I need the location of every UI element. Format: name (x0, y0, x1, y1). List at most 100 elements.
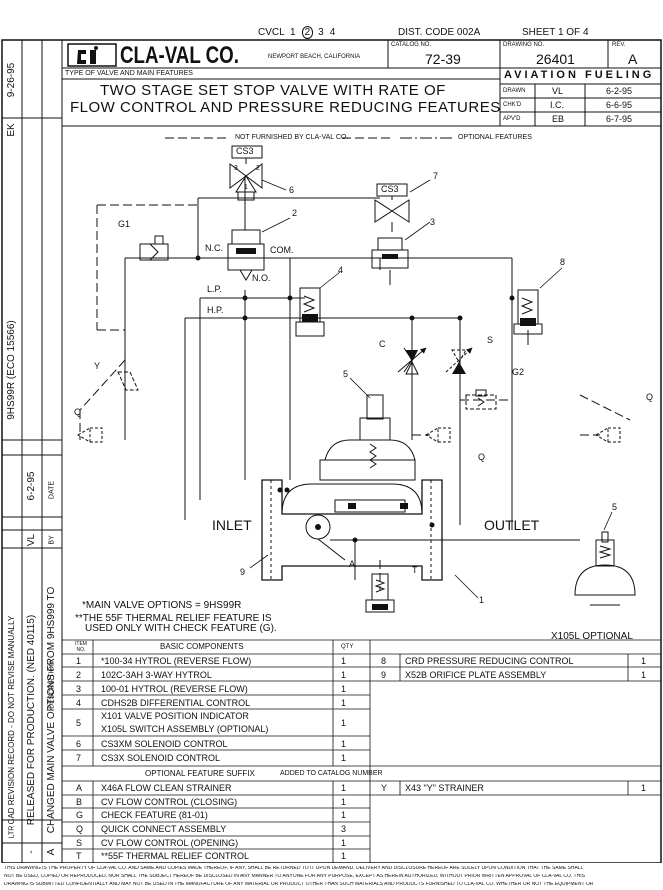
x105l-switch (574, 531, 636, 606)
pressure-reducing-control (513, 289, 543, 335)
note-thermal-relief-1: **THE 55F THERMAL RELIEF FEATURE IS (75, 613, 272, 624)
company-name: CLA-VAL CO. (120, 42, 239, 69)
solenoid-cs3-top (229, 145, 263, 201)
row-9-desc: X52B ORIFICE PLATE ASSEMBLY (405, 670, 547, 680)
callout-7: 7 (433, 171, 439, 181)
row-3-qty: 1 (341, 684, 347, 694)
suffix-t-code: T (76, 851, 82, 861)
label-q-center: Q (478, 452, 486, 462)
row-1-qty: 1 (341, 656, 347, 666)
suffix-y-code: Y (381, 783, 388, 793)
drawn-initials: VL (552, 86, 564, 96)
callout-4: 4 (338, 265, 344, 275)
row-9-item: 9 (381, 670, 387, 680)
label-port-2: 2 (256, 165, 260, 172)
suffix-g-code: G (76, 810, 84, 820)
label-g1: G1 (118, 219, 131, 229)
margin-top-initials: EK (6, 123, 17, 137)
suffix-q-qty: 3 (341, 824, 347, 834)
solenoid-cs3-right (374, 183, 410, 232)
row-8-item: 8 (381, 656, 387, 666)
rev-value: A (628, 51, 638, 67)
margin-ltr-blank: - (26, 850, 37, 854)
checked-label: CHK'D (503, 102, 522, 108)
suffix-a-desc: X46A FLOW CLEAN STRAINER (101, 783, 232, 793)
row-3-item: 3 (76, 684, 82, 694)
label-com: COM. (270, 245, 294, 255)
callout-5-x105l: 5 (612, 502, 618, 512)
callout-9: 9 (240, 567, 246, 577)
row-1-item: 1 (76, 656, 82, 666)
suffix-b-code: B (76, 797, 83, 807)
row-5-item: 5 (76, 718, 82, 728)
row-9-qty: 1 (641, 670, 647, 680)
callout-6: 6 (289, 185, 295, 195)
valve-type-label: TYPE OF VALVE AND MAIN FEATURES (65, 70, 193, 77)
legend-not-furnished: NOT FURNISHED BY CLA-VAL CO. (235, 134, 349, 141)
row-2-item: 2 (76, 670, 82, 680)
callout-8: 8 (560, 257, 566, 267)
row-6-qty: 1 (341, 739, 347, 749)
pilot-piping (124, 176, 580, 580)
approved-initials: EB (552, 114, 565, 124)
note-main-valve-options: *MAIN VALVE OPTIONS = 9HS99R (82, 600, 242, 611)
catalog-number: 72-39 (425, 51, 461, 67)
callout-leaders (249, 179, 613, 599)
company-location: NEWPORT BEACH, CALIFORNIA (268, 54, 361, 60)
catalog-label: CATALOG NO. (391, 42, 432, 48)
label-x105l: X105L OPTIONAL (551, 631, 633, 642)
footer-line-2: NOT BE USED, COPIED OR REPRODUCED, NOR S… (4, 874, 585, 879)
footer-line-1: THIS DRAWING IS THE PROPERTY OF CLA-VAL … (4, 866, 584, 871)
margin-desc-line-1: RELEASED FOR PRODUCTION. (NED 40115) (26, 614, 37, 826)
row-8-qty: 1 (641, 656, 647, 666)
margin-date-label: DATE (48, 480, 56, 500)
cvcl-label: CVCL (258, 27, 285, 38)
margin-ltr-label: LTR (8, 825, 16, 839)
dist-code: DIST. CODE 002A (398, 27, 481, 38)
row-4-item: 4 (76, 698, 82, 708)
label-no: N.O. (252, 273, 271, 283)
table-item-header: ITEM NO. (75, 641, 87, 653)
callout-2: 2 (292, 208, 298, 218)
quick-connects (77, 427, 621, 443)
label-port-3: 3 (234, 165, 238, 172)
hytrol-item-3 (371, 237, 409, 269)
table-basic-header: BASIC COMPONENTS (160, 642, 244, 651)
suffix-t-desc: **55F THERMAL RELIEF CONTROL (101, 851, 250, 861)
label-nc: N.C. (205, 243, 223, 253)
row-8-desc: CRD PRESSURE REDUCING CONTROL (405, 656, 574, 666)
legend-optional: OPTIONAL FEATURES (458, 134, 532, 141)
differential-control (295, 287, 325, 337)
row-5-desc: X101 VALVE POSITION INDICATOR (101, 711, 249, 721)
checked-date: 6-6-95 (606, 100, 633, 110)
table-qty-header: QTY (341, 644, 354, 650)
label-lp: L.P. (207, 284, 222, 294)
margin-by-value: VL (26, 533, 37, 547)
label-hp: H.P. (207, 305, 224, 315)
check-valve-g2 (465, 389, 497, 410)
three-way-hytrol (227, 229, 265, 281)
suffix-s-code: S (76, 838, 83, 848)
cvcl-option-3: 3 (318, 27, 330, 38)
row-6-item: 6 (76, 739, 82, 749)
footer-line-3: DRAWING IS SUBMITTED CONFIDENTIALLY AND … (4, 882, 594, 887)
title-line-2: FLOW CONTROL AND PRESSURE REDUCING FEATU… (70, 99, 501, 116)
label-c: C (379, 339, 386, 349)
sheet-number: SHEET 1 OF 4 (522, 27, 589, 38)
row-5-qty: 1 (341, 718, 347, 728)
label-q-left: Q (74, 407, 82, 417)
label-outlet: OUTLET (484, 517, 540, 533)
division-name: AVIATION FUELING (504, 69, 655, 81)
margin-outer-note: CAD REVISION RECORD - DO NOT REVISE MANU… (7, 615, 16, 825)
label-inlet: INLET (212, 517, 252, 533)
suffix-header: OPTIONAL FEATURE SUFFIX (145, 769, 255, 778)
suffix-s-desc: CV FLOW CONTROL (OPENING) (101, 838, 239, 848)
row-1-desc: *100-34 HYTROL (REVERSE FLOW) (101, 656, 252, 666)
label-a: A (349, 559, 356, 569)
row-4-desc: CDHS2B DIFFERENTIAL CONTROL (101, 698, 251, 708)
suffix-t-qty: 1 (341, 851, 347, 861)
margin-ltr-a: A (46, 848, 57, 856)
approved-label: APV'D (503, 116, 521, 122)
